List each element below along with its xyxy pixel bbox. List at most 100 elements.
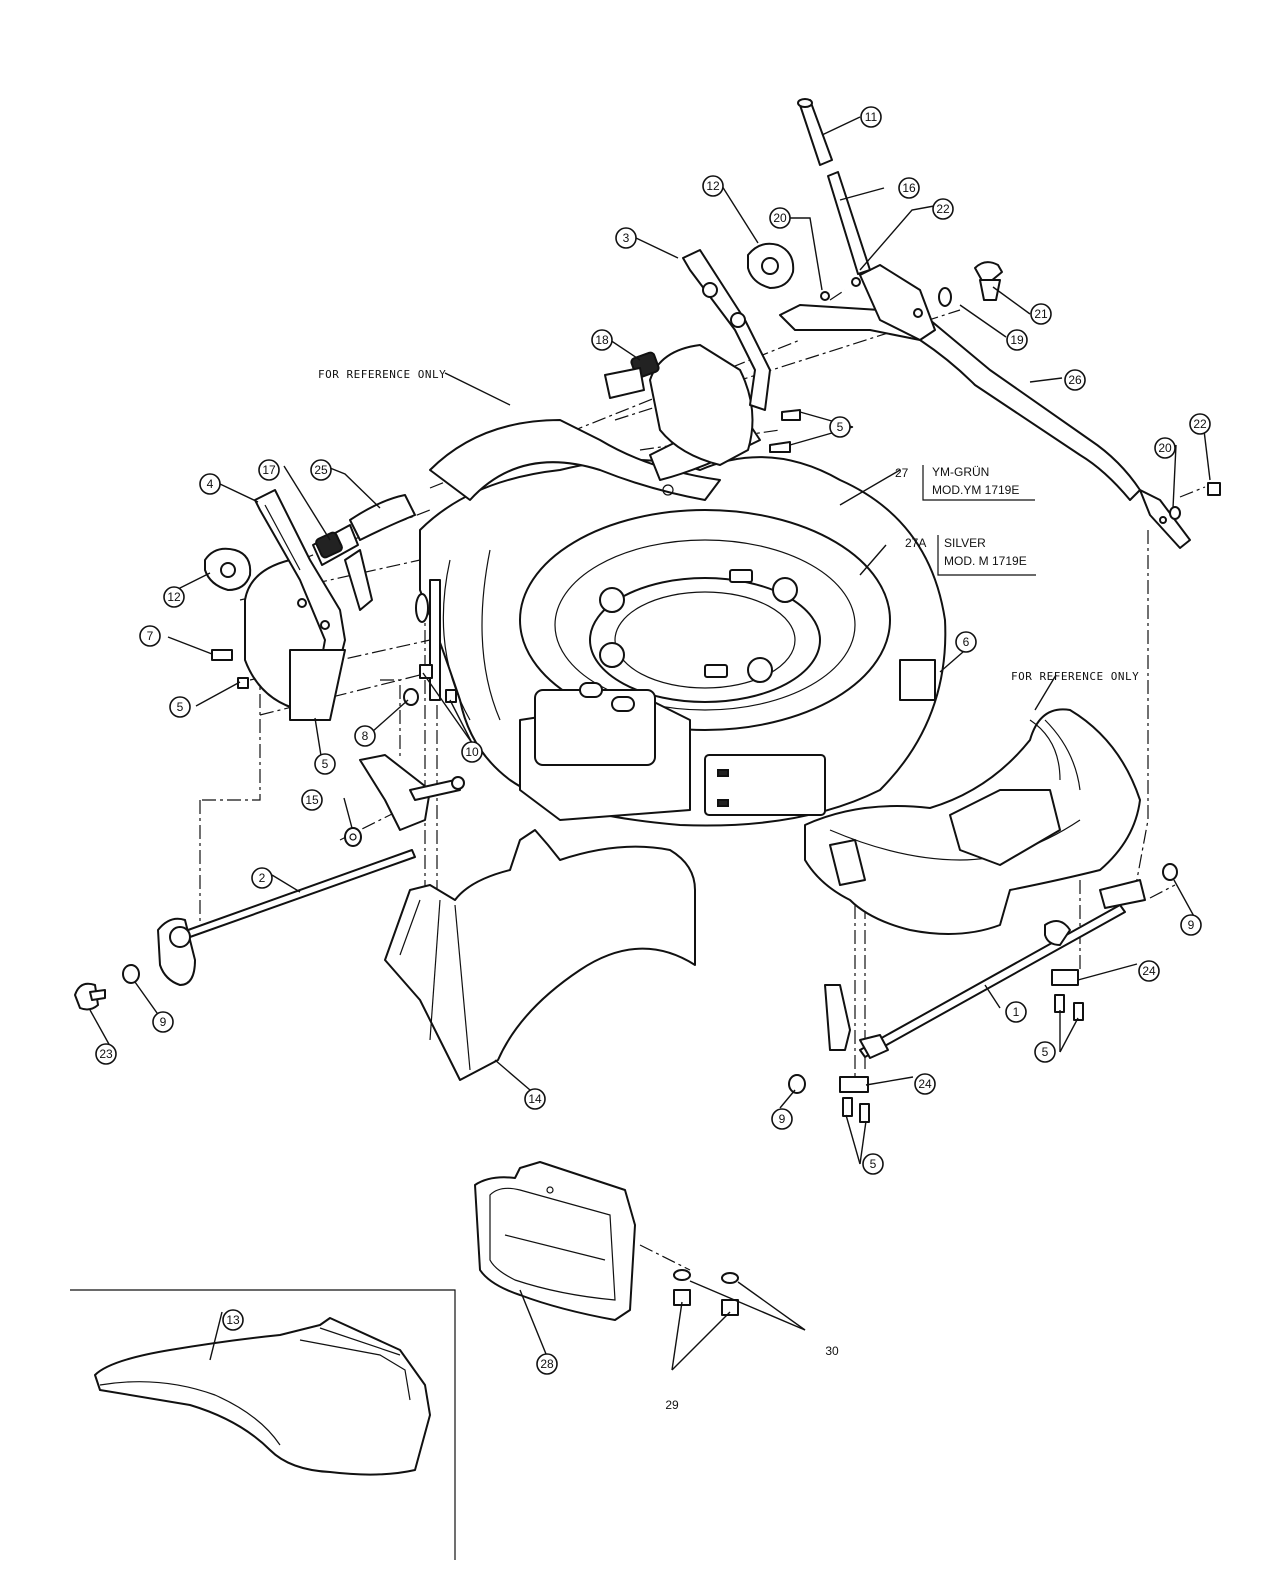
callout-1: 1 xyxy=(1005,1001,1027,1023)
svg-text:5: 5 xyxy=(322,757,329,771)
callout-5-bottom: 5 xyxy=(862,1153,884,1175)
svg-text:24: 24 xyxy=(1142,964,1156,978)
svg-text:11: 11 xyxy=(865,110,878,124)
callout-19: 19 xyxy=(1006,329,1028,351)
callout-8: 8 xyxy=(354,725,376,747)
callout-17: 17 xyxy=(258,459,280,481)
variant-27-line1: YM-GRÜN xyxy=(932,465,989,479)
callout-13: 13 xyxy=(222,1309,244,1331)
svg-text:15: 15 xyxy=(305,793,319,807)
handle-bar xyxy=(779,98,1221,549)
variant-27a-number: 27A xyxy=(905,536,926,550)
svg-text:18: 18 xyxy=(595,333,609,347)
rear-flap-reference xyxy=(804,708,1141,935)
svg-text:14: 14 xyxy=(528,1092,542,1106)
svg-text:5: 5 xyxy=(870,1157,877,1171)
label-30: 30 xyxy=(825,1344,839,1358)
svg-text:22: 22 xyxy=(936,202,950,216)
variant-27-label: 27 YM-GRÜN MOD.YM 1719E xyxy=(895,465,1035,501)
svg-text:9: 9 xyxy=(1188,918,1195,932)
callout-18: 18 xyxy=(591,329,613,351)
callout-20-top: 20 xyxy=(769,207,791,229)
rear-axle-left xyxy=(74,664,465,1011)
svg-text:13: 13 xyxy=(226,1313,240,1327)
callout-20-right: 20 xyxy=(1154,437,1176,459)
variant-27a-line2: MOD. M 1719E xyxy=(944,554,1027,568)
svg-text:2: 2 xyxy=(259,871,266,885)
svg-text:19: 19 xyxy=(1010,333,1024,347)
callout-12-left: 12 xyxy=(163,586,185,608)
svg-text:9: 9 xyxy=(160,1015,167,1029)
svg-text:5: 5 xyxy=(177,700,184,714)
leader-lines xyxy=(89,116,1211,1371)
svg-text:5: 5 xyxy=(1042,1045,1049,1059)
callout-28: 28 xyxy=(536,1353,558,1375)
svg-text:4: 4 xyxy=(207,477,214,491)
svg-text:10: 10 xyxy=(465,745,479,759)
callout-22-top: 22 xyxy=(932,198,954,220)
callout-9-right: 9 xyxy=(1180,914,1202,936)
mower-deck xyxy=(415,409,947,827)
reference-note-upper-left: FOR REFERENCE ONLY xyxy=(318,368,446,381)
label-29: 29 xyxy=(665,1398,679,1412)
callout-9-left: 9 xyxy=(152,1011,174,1033)
left-height-adjuster xyxy=(204,489,416,721)
callout-5-right: 5 xyxy=(1034,1041,1056,1063)
callout-5-left: 5 xyxy=(169,696,191,718)
svg-text:22: 22 xyxy=(1193,417,1207,431)
svg-text:24: 24 xyxy=(918,1077,932,1091)
svg-text:23: 23 xyxy=(99,1047,113,1061)
svg-text:12: 12 xyxy=(167,590,181,604)
callout-16: 16 xyxy=(898,177,920,199)
svg-text:28: 28 xyxy=(540,1357,554,1371)
front-axle-right xyxy=(788,839,1178,1123)
svg-text:17: 17 xyxy=(262,463,276,477)
callout-24-bottom: 24 xyxy=(914,1073,936,1095)
callout-24-right: 24 xyxy=(1138,960,1160,982)
svg-text:1: 1 xyxy=(1013,1005,1020,1019)
svg-text:16: 16 xyxy=(902,181,916,195)
svg-text:20: 20 xyxy=(1158,441,1172,455)
callout-7: 7 xyxy=(139,625,161,647)
rear-deflector xyxy=(384,829,696,1081)
svg-text:20: 20 xyxy=(773,211,787,225)
callout-11: 11 xyxy=(860,106,882,128)
svg-text:3: 3 xyxy=(623,231,630,245)
callout-9-bottom: 9 xyxy=(771,1108,793,1130)
callout-21: 21 xyxy=(1030,303,1052,325)
svg-text:9: 9 xyxy=(779,1112,786,1126)
svg-text:26: 26 xyxy=(1068,373,1082,387)
svg-text:21: 21 xyxy=(1034,307,1048,321)
callout-14: 14 xyxy=(524,1088,546,1110)
callout-6: 6 xyxy=(955,631,977,653)
variant-27a-line1: SILVER xyxy=(944,536,986,550)
grass-bag-frame xyxy=(474,1161,636,1321)
callout-2: 2 xyxy=(251,867,273,889)
callout-4: 4 xyxy=(199,473,221,495)
variant-27-line2: MOD.YM 1719E xyxy=(932,483,1019,497)
callout-15: 15 xyxy=(301,789,323,811)
variant-27-number: 27 xyxy=(895,466,909,480)
grass-chute xyxy=(94,1317,431,1476)
callout-10: 10 xyxy=(461,741,483,763)
svg-text:5: 5 xyxy=(837,420,844,434)
bag-fasteners xyxy=(673,1269,739,1316)
inset-box xyxy=(70,1289,456,1560)
callout-25: 25 xyxy=(310,459,332,481)
svg-text:25: 25 xyxy=(314,463,328,477)
callout-22-right: 22 xyxy=(1189,413,1211,435)
callout-26: 26 xyxy=(1064,369,1086,391)
callout-12-top: 12 xyxy=(702,175,724,197)
svg-text:12: 12 xyxy=(706,179,720,193)
reference-note-right: FOR REFERENCE ONLY xyxy=(1011,670,1139,683)
callout-5-mid: 5 xyxy=(314,753,336,775)
callout-23: 23 xyxy=(95,1043,117,1065)
svg-text:6: 6 xyxy=(963,635,970,649)
svg-text:8: 8 xyxy=(362,729,369,743)
callout-5-top: 5 xyxy=(829,416,851,438)
svg-text:7: 7 xyxy=(147,629,154,643)
variant-27a-label: 27A SILVER MOD. M 1719E xyxy=(905,535,1036,576)
right-height-adjuster xyxy=(604,242,801,466)
callout-3: 3 xyxy=(615,227,637,249)
